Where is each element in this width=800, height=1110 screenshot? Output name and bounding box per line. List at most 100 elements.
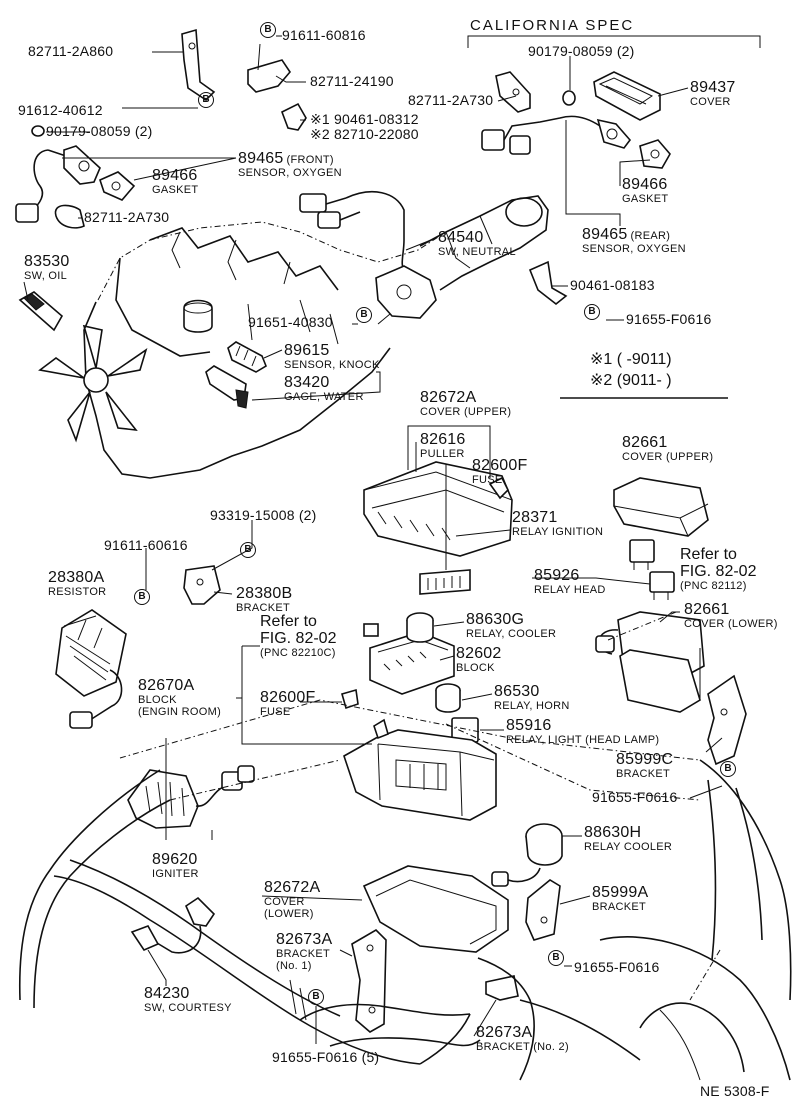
part-number: 91655-F0616 xyxy=(574,959,660,975)
cover-82661-upper-icon xyxy=(613,477,709,537)
fuse-small-icon xyxy=(363,623,379,637)
clamp-icon xyxy=(54,204,85,229)
part-number: 89620 xyxy=(152,851,198,868)
part-name: BLOCK xyxy=(456,662,495,674)
bolt-marker-icon: B xyxy=(584,304,600,320)
fuse-icon xyxy=(488,476,509,500)
block-82670a-icon xyxy=(343,718,497,821)
oxygen-sensor-rear-icon xyxy=(481,71,632,155)
part-number: 88630H xyxy=(584,824,642,841)
part-number: 86530 xyxy=(494,683,540,700)
part-number: 91611-60616 xyxy=(104,537,188,553)
igniter-icon xyxy=(127,765,255,829)
california-spec-header: CALIFORNIA SPEC xyxy=(470,17,635,34)
part-number: 91611-60816 xyxy=(282,27,366,43)
part-name: COVER xyxy=(264,896,305,908)
relay-ignition-icon xyxy=(629,539,655,570)
callout-c18: 90461-08183 xyxy=(570,278,655,294)
callout-c6: ※1 90461-08312 xyxy=(310,112,419,128)
part-name: SW, COURTESY xyxy=(144,1002,232,1014)
callout-c3: 90179-08059 (2) xyxy=(46,124,153,140)
callout-c50: 91655-F0616 (5) xyxy=(272,1050,379,1066)
part-name: BRACKET xyxy=(236,602,291,614)
relay-cooler-h-icon xyxy=(491,823,563,887)
part-number: 82661 xyxy=(684,601,730,618)
part-name: IGNITER xyxy=(152,868,199,880)
part-name: GASKET xyxy=(152,184,199,196)
refer-line: (PNC 82112) xyxy=(680,580,747,592)
fuse-cover-upper-icon xyxy=(363,461,513,557)
part-number: 82711-24190 xyxy=(310,73,394,89)
part-number: 83420 xyxy=(284,374,330,391)
refer-line: Refer to xyxy=(680,546,737,563)
part-name: FUSE xyxy=(260,706,291,718)
part-number: 28380B xyxy=(236,585,293,602)
part-number: 84230 xyxy=(144,985,190,1002)
bracket-82673a-1-icon xyxy=(351,928,387,1033)
part-name: COVER xyxy=(690,96,731,108)
part-number: 85926 xyxy=(534,567,580,584)
part-number: 82711-2A860 xyxy=(28,43,114,59)
bracket-85999c-icon xyxy=(707,674,747,766)
part-name: BLOCK xyxy=(138,694,177,706)
part-name: RELAY, HORN xyxy=(494,700,570,712)
part-number: 90179-08059 (2) xyxy=(528,43,635,59)
part-number: 82673A xyxy=(476,1024,533,1041)
part-number: 89466 xyxy=(152,167,198,184)
part-name: SENSOR, OXYGEN xyxy=(238,167,342,179)
part-number: ※1 90461-08312 xyxy=(310,111,419,127)
knock-sensor-icon xyxy=(227,341,267,373)
part-number: 82711-2A730 xyxy=(84,209,170,225)
gasket-rear-icon xyxy=(639,139,671,169)
water-gage-icon xyxy=(205,365,249,409)
bolt-icon xyxy=(280,102,307,131)
part-name: BRACKET xyxy=(276,948,331,960)
bolt-marker-icon: B xyxy=(198,92,214,108)
part-name: GAGE, WATER xyxy=(284,391,364,403)
part-number: 89615 xyxy=(284,342,330,359)
bracket-85999a-icon xyxy=(525,879,561,941)
part-number: 93319-15008 (2) xyxy=(210,507,317,523)
part-name: PULLER xyxy=(420,448,465,460)
part-number: 83530 xyxy=(24,253,70,270)
engine-assembly xyxy=(38,195,549,479)
part-name: SENSOR, OXYGEN xyxy=(582,243,686,255)
part-name: (No. 1) xyxy=(276,960,312,972)
figure-code: NE 5308-F xyxy=(700,1083,770,1099)
part-number: 82661 xyxy=(622,434,668,451)
part-number: 85999C xyxy=(616,751,674,768)
part-number: 85999A xyxy=(592,884,649,901)
part-number: 91655-F0616 xyxy=(592,789,678,805)
callout-c41: 91655-F0616 xyxy=(592,790,678,806)
bolt-marker-icon: B xyxy=(548,950,564,966)
part-name: (LOWER) xyxy=(264,908,314,920)
resistor-icon xyxy=(55,609,127,729)
part-name: SENSOR, KNOCK xyxy=(284,359,380,371)
callout-c16: 89465(REAR)SENSOR, OXYGEN xyxy=(582,227,686,255)
part-number: 91612-40612 xyxy=(18,102,103,118)
part-number: 88630G xyxy=(466,611,525,628)
variant-note-1: ※1 ( -9011) xyxy=(590,351,672,368)
fan-icon xyxy=(38,324,148,443)
part-name: COVER (LOWER) xyxy=(684,618,778,630)
relay-cooler-g-icon xyxy=(406,612,434,643)
part-name: COVER (UPPER) xyxy=(420,406,512,418)
part-number: 82600F xyxy=(260,689,316,706)
callout-c14: 82711-2A730 xyxy=(408,93,493,109)
callout-c28: 91611-60616 xyxy=(104,538,188,554)
refer-line: FIG. 82-02 xyxy=(680,563,757,580)
part-number: 82672A xyxy=(264,879,321,896)
part-name: RELAY IGNITION xyxy=(512,526,604,538)
oxygen-sensor-front-icon xyxy=(15,145,101,223)
bolt-marker-icon: B xyxy=(134,589,150,605)
bolt-marker-icon: B xyxy=(240,542,256,558)
